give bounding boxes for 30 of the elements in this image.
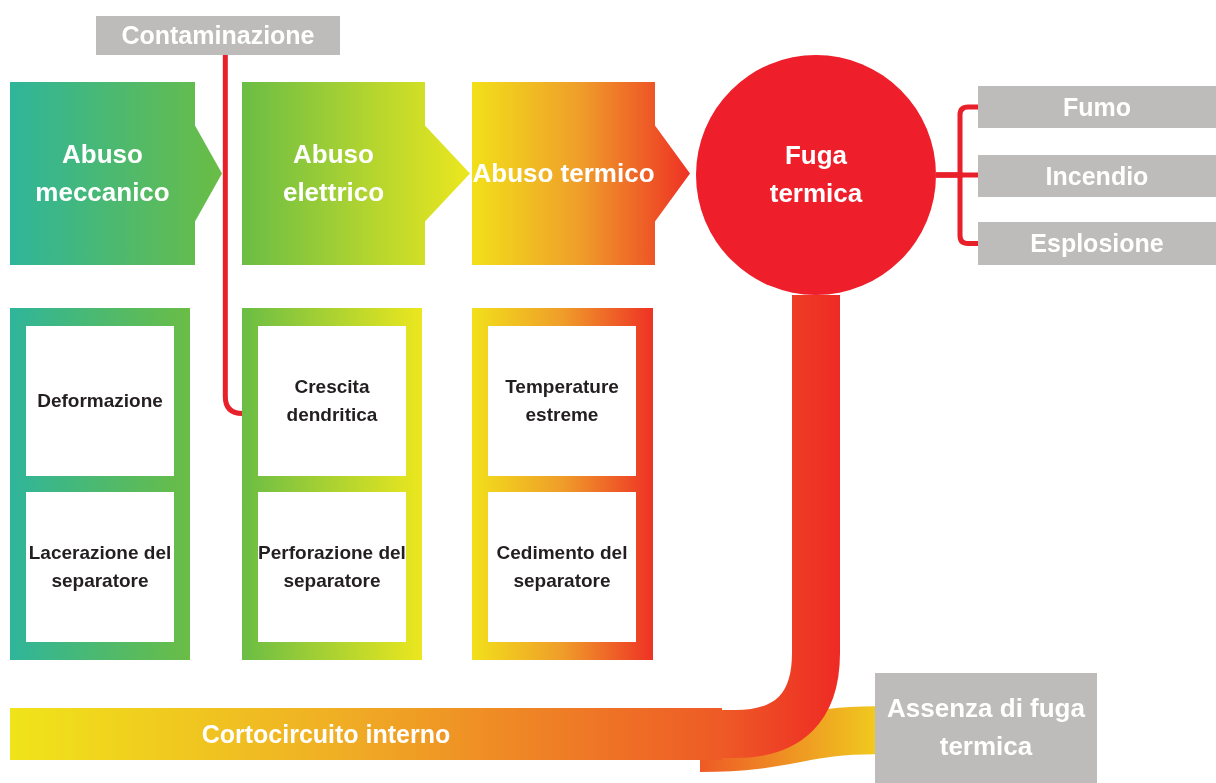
node-label: Assenza di fuga termica (886, 692, 1086, 763)
cause-box (488, 326, 636, 476)
flow-band (699, 706, 876, 772)
label-box (875, 673, 1097, 783)
node-label: Abuso meccanico (34, 137, 171, 209)
label-box (978, 155, 1216, 197)
connector-line (936, 172, 978, 246)
node-label: Fumo (1062, 91, 1131, 123)
node-label: Abuso termico (472, 156, 655, 190)
label-box (978, 222, 1216, 265)
node-label: Fuga termica (768, 139, 864, 210)
node-label: Deformazione (37, 388, 163, 413)
node-label: Cortocircuito interno (201, 718, 451, 750)
cause-box (488, 492, 636, 642)
label-box (978, 86, 1216, 128)
node-label: Contaminazione (121, 20, 315, 52)
process-band (10, 708, 722, 760)
node-label: Esplosione (1030, 228, 1164, 260)
label-box (96, 16, 340, 55)
node-label: Crescita dendritica (285, 374, 379, 427)
cause-box (26, 326, 174, 476)
node-label: Temperature estreme (504, 374, 620, 427)
node-label: Cedimento del separatore (495, 540, 629, 593)
cause-box (258, 326, 406, 476)
cause-box (26, 492, 174, 642)
node-label: Perforazione del separatore (258, 540, 406, 593)
cause-box (258, 492, 406, 642)
node-label: Abuso elettrico (281, 137, 386, 209)
node-label: Lacerazione del separatore (27, 540, 173, 593)
node-label: Incendio (1045, 160, 1149, 192)
